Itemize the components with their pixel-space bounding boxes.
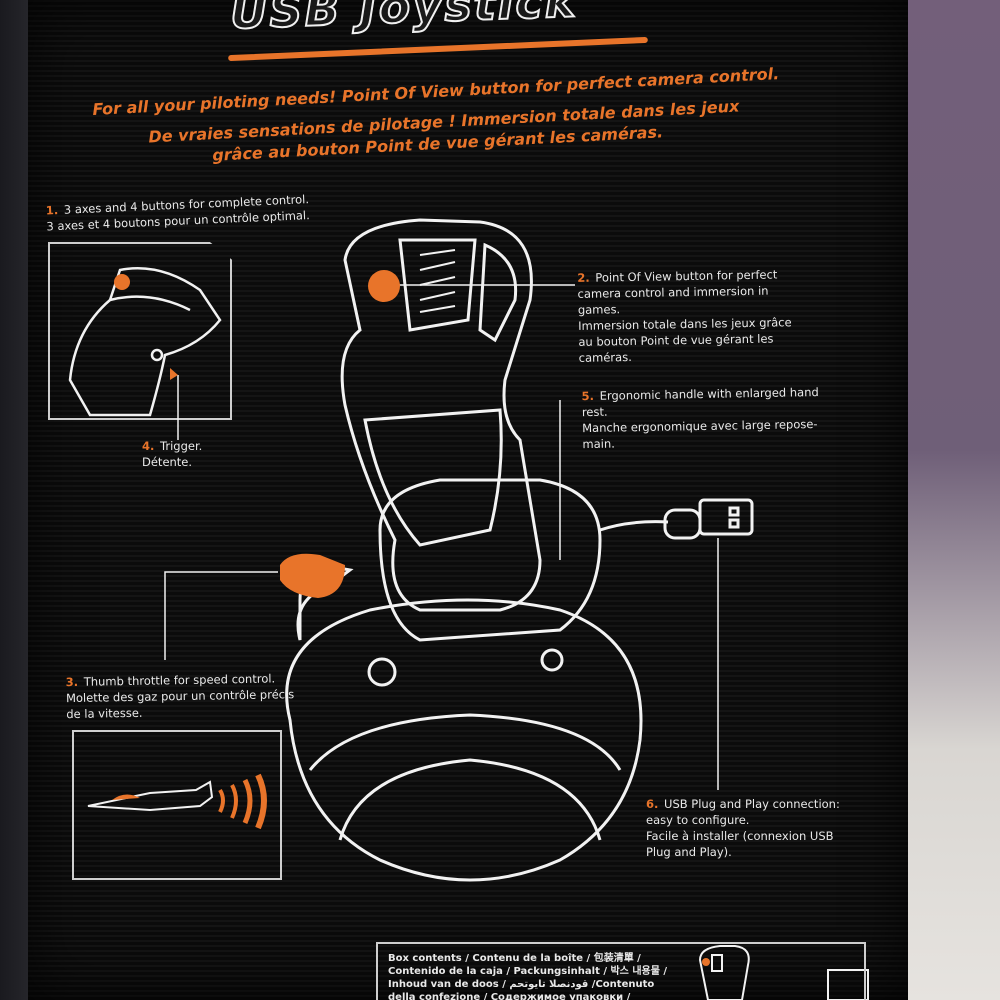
feature-text-fr: Détente. <box>142 455 193 469</box>
jet-plane-icon <box>87 773 267 830</box>
throttle-plane-panel <box>72 730 282 880</box>
usb-plug-icon <box>698 498 754 536</box>
usb-pin <box>728 506 740 517</box>
feature-6: 6. USB Plug and Play connection: easy to… <box>646 796 846 860</box>
handle-grip <box>363 408 503 547</box>
feature-text-en: USB Plug and Play connection: easy to co… <box>646 797 840 827</box>
thumb-throttle-icon <box>280 553 345 598</box>
usb-pin <box>728 518 740 529</box>
callout-line-3 <box>164 571 278 660</box>
usb-plug-body <box>663 508 702 540</box>
trigger-pov-dot <box>114 274 130 290</box>
base-button-right <box>540 648 564 672</box>
feature-number: 6. <box>646 797 659 811</box>
pov-hatch <box>419 249 456 313</box>
feature-text-fr: Facile à installer (connexion USB Plug a… <box>646 829 834 859</box>
trigger-accent <box>170 368 178 380</box>
trigger-detail-panel <box>48 242 232 420</box>
feature-text-en: Trigger. <box>160 439 203 453</box>
joystick-thumbnail-icon <box>698 945 869 1000</box>
product-box-back <box>28 0 908 1000</box>
base-body <box>285 598 643 882</box>
box-contents-line: Box contents / Contenu de la boîte / 包装清… <box>388 953 641 964</box>
handle-top-panel <box>398 238 477 332</box>
base-lower-ring <box>338 758 602 841</box>
hand-rest <box>378 478 602 642</box>
box-contents-line: Inhoud van de doos / قودنصلا تايوتحم /Co… <box>388 979 655 990</box>
box-contents: Box contents / Contenu de la boîte / 包装清… <box>376 942 866 1000</box>
background-right <box>890 0 1000 1000</box>
thumbnail-pov-dot <box>702 958 710 966</box>
pov-button-icon <box>368 270 400 302</box>
trigger-detail-icon <box>68 266 222 417</box>
box-contents-line: Contenido de la caja / Packungsinhalt / … <box>388 966 668 977</box>
feature-number: 4. <box>142 439 155 453</box>
feature-4: 4. Trigger. Détente. <box>142 438 262 470</box>
base-ring <box>308 713 622 771</box>
handle-right-panel <box>478 242 518 343</box>
base-button-left <box>367 657 397 687</box>
handle <box>340 218 542 612</box>
box-contents-line: della confezione / Содержимое упаковки / <box>388 992 631 1000</box>
usb-cable <box>599 520 669 532</box>
